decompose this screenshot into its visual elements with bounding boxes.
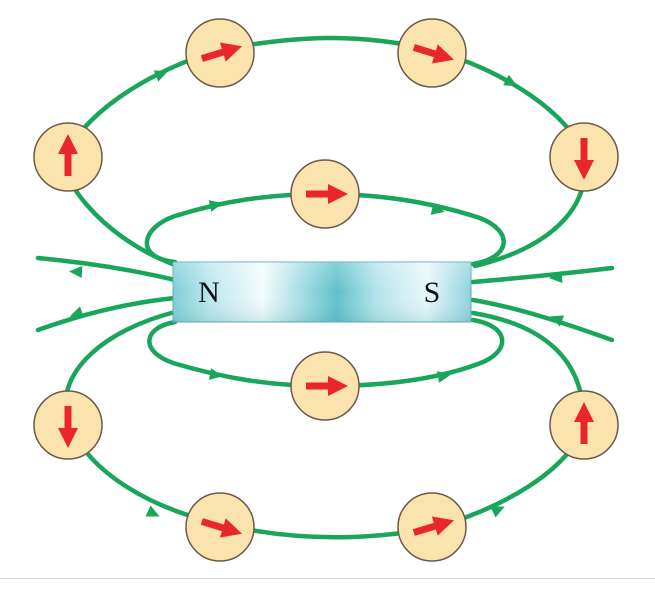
compass-needle-icon <box>306 376 348 396</box>
field-arrow-icon <box>549 315 565 327</box>
field-line-arrows <box>69 70 565 518</box>
compass-bottom-right <box>549 390 619 460</box>
compass-top-right <box>549 122 619 192</box>
field-arrow-icon <box>208 368 223 380</box>
field-arrow-icon <box>208 200 223 212</box>
north-pole-label: N <box>198 276 220 309</box>
field-arrow-icon <box>69 306 85 318</box>
field-arrow-icon <box>153 70 169 82</box>
field-arrow-icon <box>430 203 445 215</box>
compasses <box>33 18 619 562</box>
compass-needle-icon <box>58 134 78 176</box>
field-arrow-icon <box>490 506 505 518</box>
south-pole-label: S <box>424 276 441 309</box>
compass-top-left <box>33 122 103 192</box>
compass-needle-icon <box>200 518 242 538</box>
compass-needle-icon <box>412 516 454 536</box>
compass-needle-icon <box>200 42 242 62</box>
compass-needle-icon <box>58 406 78 448</box>
compass-bottom-center-right <box>397 492 467 562</box>
compass-needle-icon <box>574 402 594 444</box>
field-line-left-lower <box>35 295 178 333</box>
bottom-divider <box>0 578 655 579</box>
field-arrow-icon <box>549 271 563 283</box>
compass-needle-icon <box>574 138 594 180</box>
compass-needle-icon <box>306 184 348 204</box>
field-arrow-icon <box>145 505 160 517</box>
field-line-outer-top <box>62 35 588 269</box>
compass-needle-icon <box>412 44 454 64</box>
field-arrow-icon <box>69 266 83 278</box>
compass-top-center-left <box>185 18 255 88</box>
field-line-right-lower <box>470 297 615 343</box>
field-line-right-upper <box>470 265 615 285</box>
magnet-shading <box>173 262 471 322</box>
compass-inner-bottom <box>290 351 360 421</box>
compass-bottom-center-left <box>185 492 255 562</box>
field-line-left-upper <box>35 255 178 283</box>
bar-magnet: N S <box>172 261 472 323</box>
compass-bottom-left <box>33 390 103 460</box>
field-arrow-icon <box>503 74 518 87</box>
field-line-outer-bottom <box>63 309 587 540</box>
field-arrow-icon <box>436 371 451 383</box>
compass-top-center-right <box>397 18 467 88</box>
compass-inner-top <box>290 159 360 229</box>
